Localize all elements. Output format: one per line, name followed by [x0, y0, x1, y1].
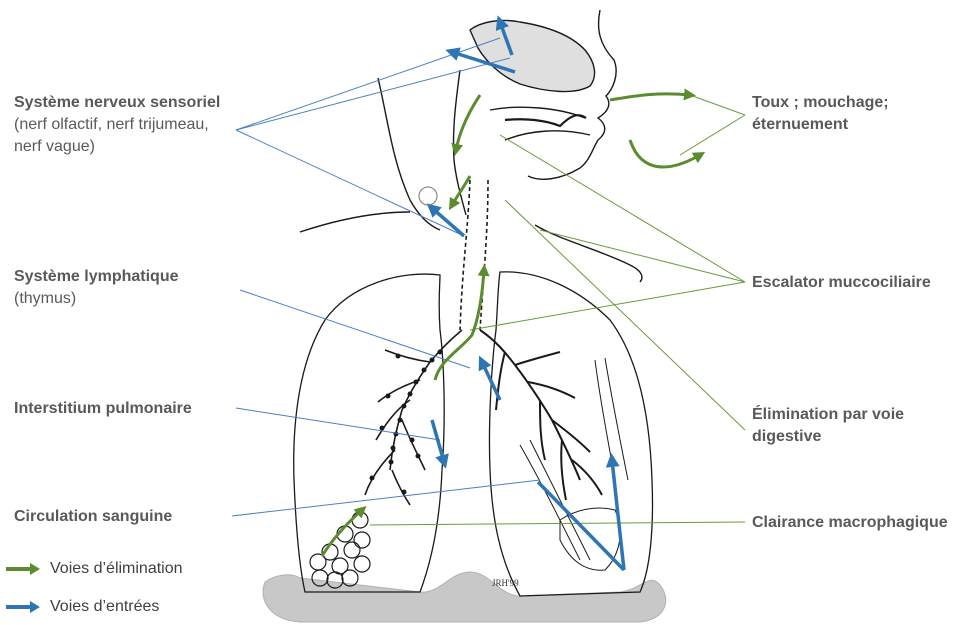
- legend-elimination-label: Voies d’élimination: [50, 560, 183, 578]
- label-systeme-lymphatique-rest: (thymus): [14, 290, 76, 307]
- label-systeme-nerveux-rest: (nerf olfactif, nerf trijumeau, nerf vag…: [14, 116, 209, 155]
- label-interstitium-bold: Interstitium pulmonaire: [14, 400, 192, 417]
- label-elimination-digestive: Élimination par voie digestive: [752, 404, 922, 448]
- entry-arrows: [432, 22, 624, 570]
- label-clairance-bold: Clairance macrophagique: [752, 514, 948, 531]
- head-outline: [300, 10, 642, 282]
- green-arrow-icon: [6, 561, 42, 577]
- label-systeme-lymphatique-bold: Système lymphatique: [14, 268, 179, 285]
- label-systeme-nerveux: Système nerveux sensoriel (nerf olfactif…: [14, 92, 234, 158]
- sinus-circle: [419, 187, 437, 205]
- bronchi-right: [480, 330, 602, 500]
- legend-elimination: Voies d’élimination: [6, 560, 183, 578]
- lungs-outline: [294, 272, 653, 596]
- artist-signature: JRH'99: [492, 578, 519, 588]
- label-clairance: Clairance macrophagique: [752, 512, 948, 534]
- legend-entrees-label: Voies d’entrées: [50, 598, 159, 616]
- legend-entrees: Voies d’entrées: [6, 598, 159, 616]
- label-circulation-bold: Circulation sanguine: [14, 508, 172, 525]
- label-systeme-nerveux-bold: Système nerveux sensoriel: [14, 94, 220, 111]
- label-toux: Toux ; mouchage; éternuement: [752, 92, 942, 136]
- label-escalator-bold: Escalator muccociliaire: [752, 274, 931, 291]
- alveoli-left: [310, 512, 370, 588]
- label-systeme-lymphatique: Système lymphatique (thymus): [14, 266, 244, 310]
- label-escalator: Escalator muccociliaire: [752, 272, 931, 294]
- trachea: [460, 180, 488, 330]
- label-elimination-digestive-bold: Élimination par voie digestive: [752, 406, 904, 445]
- elimination-arrows: [322, 94, 700, 556]
- label-interstitium: Interstitium pulmonaire: [14, 398, 192, 420]
- bronchi-left: [365, 330, 462, 505]
- label-toux-bold: Toux ; mouchage; éternuement: [752, 94, 889, 133]
- diaphragm-base: [263, 572, 666, 622]
- blue-arrow-icon: [6, 599, 42, 615]
- label-circulation: Circulation sanguine: [14, 506, 172, 528]
